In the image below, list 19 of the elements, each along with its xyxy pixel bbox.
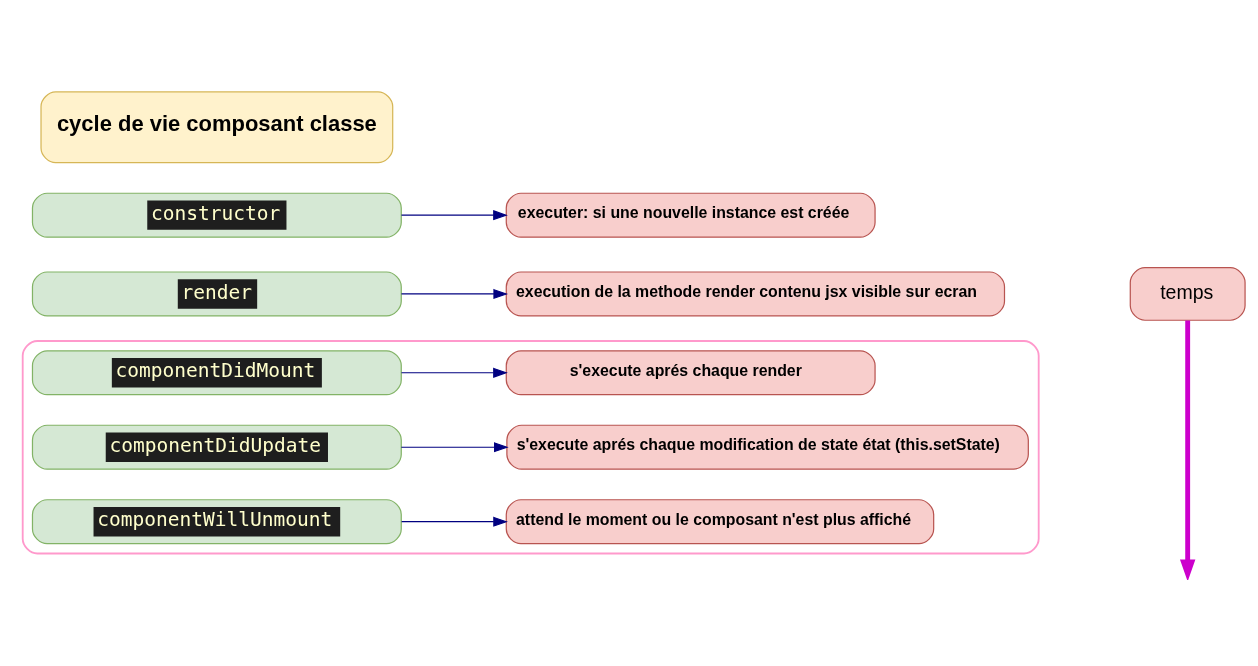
arrow — [400, 367, 508, 378]
node-box: render — [31, 270, 402, 317]
node-box: cycle de vie composant classe — [40, 90, 394, 163]
node-box: executer: si une nouvelle instance est créée — [505, 192, 876, 238]
node-box: temps — [1129, 266, 1246, 321]
arrow — [400, 209, 508, 220]
node-box: s'execute aprés chaque render — [505, 349, 876, 395]
node-box: componentDidUpdate — [31, 424, 402, 470]
arrow — [1179, 319, 1196, 580]
node-box: attend le moment ou le composant n'est plus affiché — [505, 498, 935, 544]
node-box: s'execute aprés chaque modification de state état (this.setState) — [506, 424, 1029, 470]
arrow — [400, 441, 509, 452]
node-box: constructor — [31, 192, 402, 238]
node-box: componentWillUnmount — [31, 498, 402, 544]
node-box: execution de la methode render contenu jsx visible sur ecran — [505, 270, 1006, 317]
arrow — [400, 288, 509, 299]
node-box: componentDidMount — [31, 349, 402, 395]
arrow — [401, 516, 508, 527]
cluster — [21, 339, 1040, 554]
